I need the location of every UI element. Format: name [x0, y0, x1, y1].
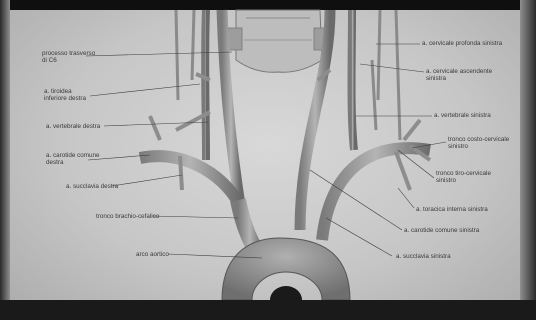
- photo-dark-border-bottom: [0, 300, 536, 320]
- label-toracica-interna: a. toracica interna sinistra: [416, 206, 488, 213]
- left-vertebral-artery: [352, 10, 355, 150]
- label-tiro-cervicale: tronco tiro-cervicale sinistro: [436, 170, 491, 184]
- right-subclavian-artery: [140, 156, 240, 205]
- label-vertebrale-sinistra: a. vertebrale sinistra: [434, 112, 491, 119]
- label-succlavia-sinistra: a. succlavia sinistra: [396, 253, 451, 260]
- cervical-vertebra: [228, 10, 328, 72]
- label-tronco-brachio-cefalico: tronco brachio-cefalico: [96, 213, 159, 220]
- label-cervicale-ascendente: a. cervicale ascendente sinistra: [426, 68, 492, 82]
- label-vertebrale-destra: a. vertebrale destra: [46, 123, 100, 130]
- label-carotide-destra: a. carotide comune destra: [46, 152, 100, 166]
- label-tiroidea-inferiore: a. tiroidea inferiore destra: [44, 88, 86, 102]
- label-processo-trasverso: processo trasverso di C6: [42, 50, 95, 64]
- right-vertebral-artery: [205, 10, 206, 160]
- label-carotide-sinistra: a. carotide comune sinistra: [404, 227, 479, 234]
- label-arco-aortico: arco aortico: [136, 251, 169, 258]
- minor-branches: [150, 70, 430, 190]
- label-costo-cervicale: tronco costo-cervicale sinistro: [448, 136, 509, 150]
- label-cervicale-profonda: a. cervicale profonda sinistra: [422, 40, 502, 47]
- label-succlavia-destra: a. succlavia destra: [66, 183, 118, 190]
